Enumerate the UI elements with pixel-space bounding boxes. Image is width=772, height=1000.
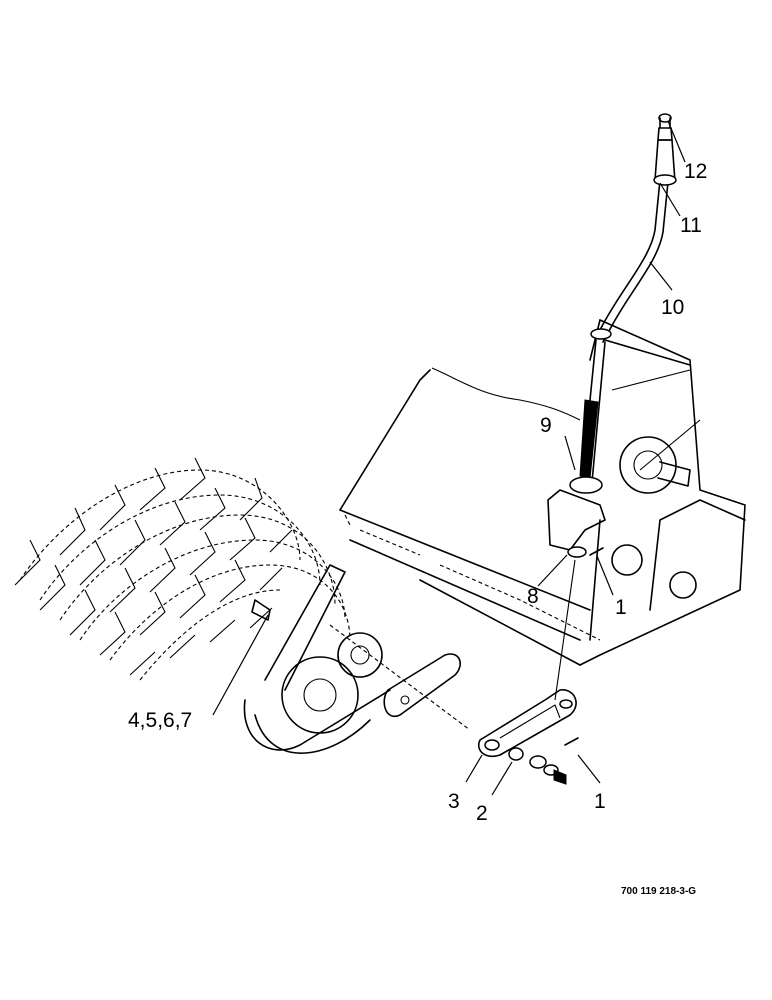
callout-9: 9 <box>540 414 552 437</box>
callout-4-5-6-7: 4,5,6,7 <box>128 709 193 732</box>
chute-housing <box>339 319 746 666</box>
callout-3: 3 <box>448 790 460 813</box>
callout-1-upper: 1 <box>615 596 627 619</box>
callout-1-lower: 1 <box>594 790 606 813</box>
callout-8: 8 <box>527 585 539 608</box>
callout-12: 12 <box>684 160 708 183</box>
callout-11: 11 <box>680 214 702 237</box>
lever-assembly <box>547 113 677 701</box>
link-hardware <box>478 689 579 785</box>
callout-2: 2 <box>476 802 488 825</box>
pickup-reel <box>14 457 351 681</box>
leader-lines <box>212 120 686 796</box>
drive-belt-arm <box>243 564 471 754</box>
callout-10: 10 <box>661 296 685 319</box>
drawing-number: 700 119 218-3-G <box>621 886 697 897</box>
